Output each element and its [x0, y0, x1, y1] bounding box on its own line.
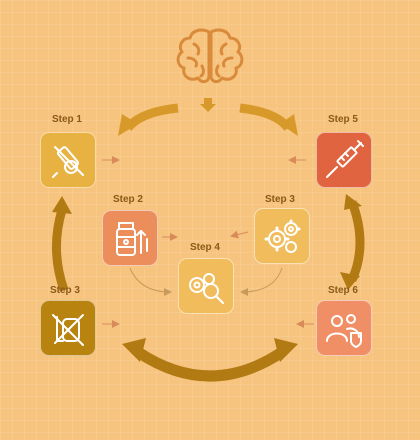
arrow-step5-step6: [347, 200, 365, 282]
arrow-step3-to-step4: [230, 230, 249, 239]
arrow-step3-to-step1: [52, 208, 69, 292]
syringe-icon: [326, 140, 364, 178]
step3a-tile[interactable]: [254, 208, 310, 264]
arrow-step2-curve: [129, 267, 172, 296]
medicine-bottle-icon: [116, 222, 148, 256]
gear-magnifier-icon: [189, 273, 224, 304]
arrow-bottom-double: [134, 347, 286, 382]
crossed-syringe-icon: [52, 314, 84, 346]
no-vaccine-icon: [52, 146, 84, 178]
arrow-step3-curve: [240, 267, 283, 296]
step5-tile[interactable]: [316, 132, 372, 188]
step3a-label: Step 3: [264, 194, 295, 205]
step2-tile[interactable]: [102, 210, 158, 266]
step2-label: Step 2: [112, 194, 143, 205]
step3b-label: Step 3: [49, 285, 80, 296]
arrow-brain-to-step5: [239, 103, 292, 131]
step6-tile[interactable]: [316, 300, 372, 356]
step6-label: Step 6: [327, 285, 358, 296]
gears-icon: [264, 219, 301, 253]
step1-label: Step 1: [51, 114, 82, 125]
step4-label: Step 4: [189, 242, 220, 253]
step5-label: Step 5: [327, 114, 358, 125]
people-shield-icon: [326, 314, 362, 348]
step1-tile[interactable]: [40, 132, 96, 188]
step3b-tile[interactable]: [40, 300, 96, 356]
brain-icon: [176, 28, 244, 84]
step4-tile[interactable]: [178, 258, 234, 314]
arrow-brain-down: [200, 98, 216, 112]
